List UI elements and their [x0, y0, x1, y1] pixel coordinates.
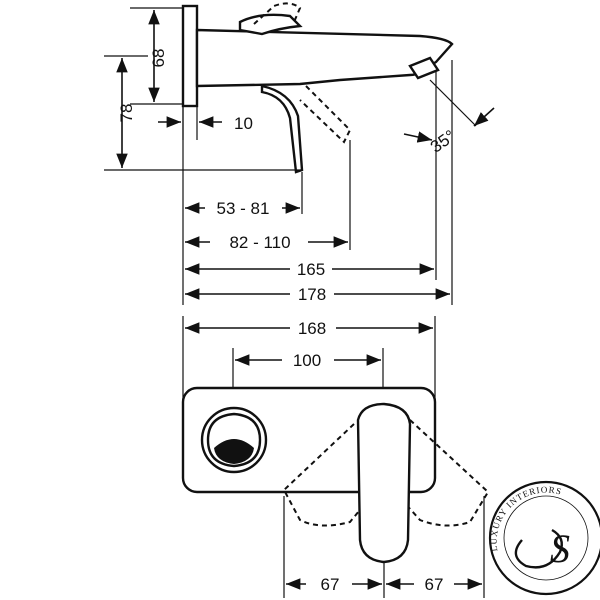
lever-swing-right	[401, 419, 490, 527]
dim-178: 178	[298, 285, 326, 304]
dim-67-right: 67	[425, 575, 444, 594]
dim-53-81: 53 - 81	[217, 199, 270, 218]
logo-seal: LUXURY INTERIORS S	[489, 480, 600, 596]
logo-monogram: S	[550, 526, 570, 571]
aerator	[408, 56, 440, 80]
lever-swing-left	[282, 423, 369, 527]
dim-82-110: 82 - 110	[229, 233, 290, 252]
dim-67-left: 67	[321, 575, 340, 594]
lever-handle	[356, 402, 412, 564]
spout-body	[195, 28, 454, 88]
dim-100: 100	[293, 351, 321, 370]
side-view: 68 78 10 35° 53 - 81 82 - 110	[104, 2, 495, 305]
wall-plate	[181, 4, 199, 108]
front-view: 168 100 67 67	[181, 316, 490, 598]
dim-68: 68	[149, 49, 168, 68]
logo-swirl	[514, 528, 563, 569]
lever-open-up	[253, 2, 302, 25]
lever-closed	[238, 13, 303, 36]
lever-open-down	[299, 85, 352, 144]
dim-168: 168	[298, 319, 326, 338]
dim-35-degree: 35°	[427, 126, 459, 156]
lever-body-down	[260, 84, 304, 174]
dim-78: 78	[117, 104, 136, 123]
outlet-aerator	[214, 439, 254, 464]
dim-10: 10	[234, 114, 253, 133]
dim-165: 165	[297, 260, 325, 279]
